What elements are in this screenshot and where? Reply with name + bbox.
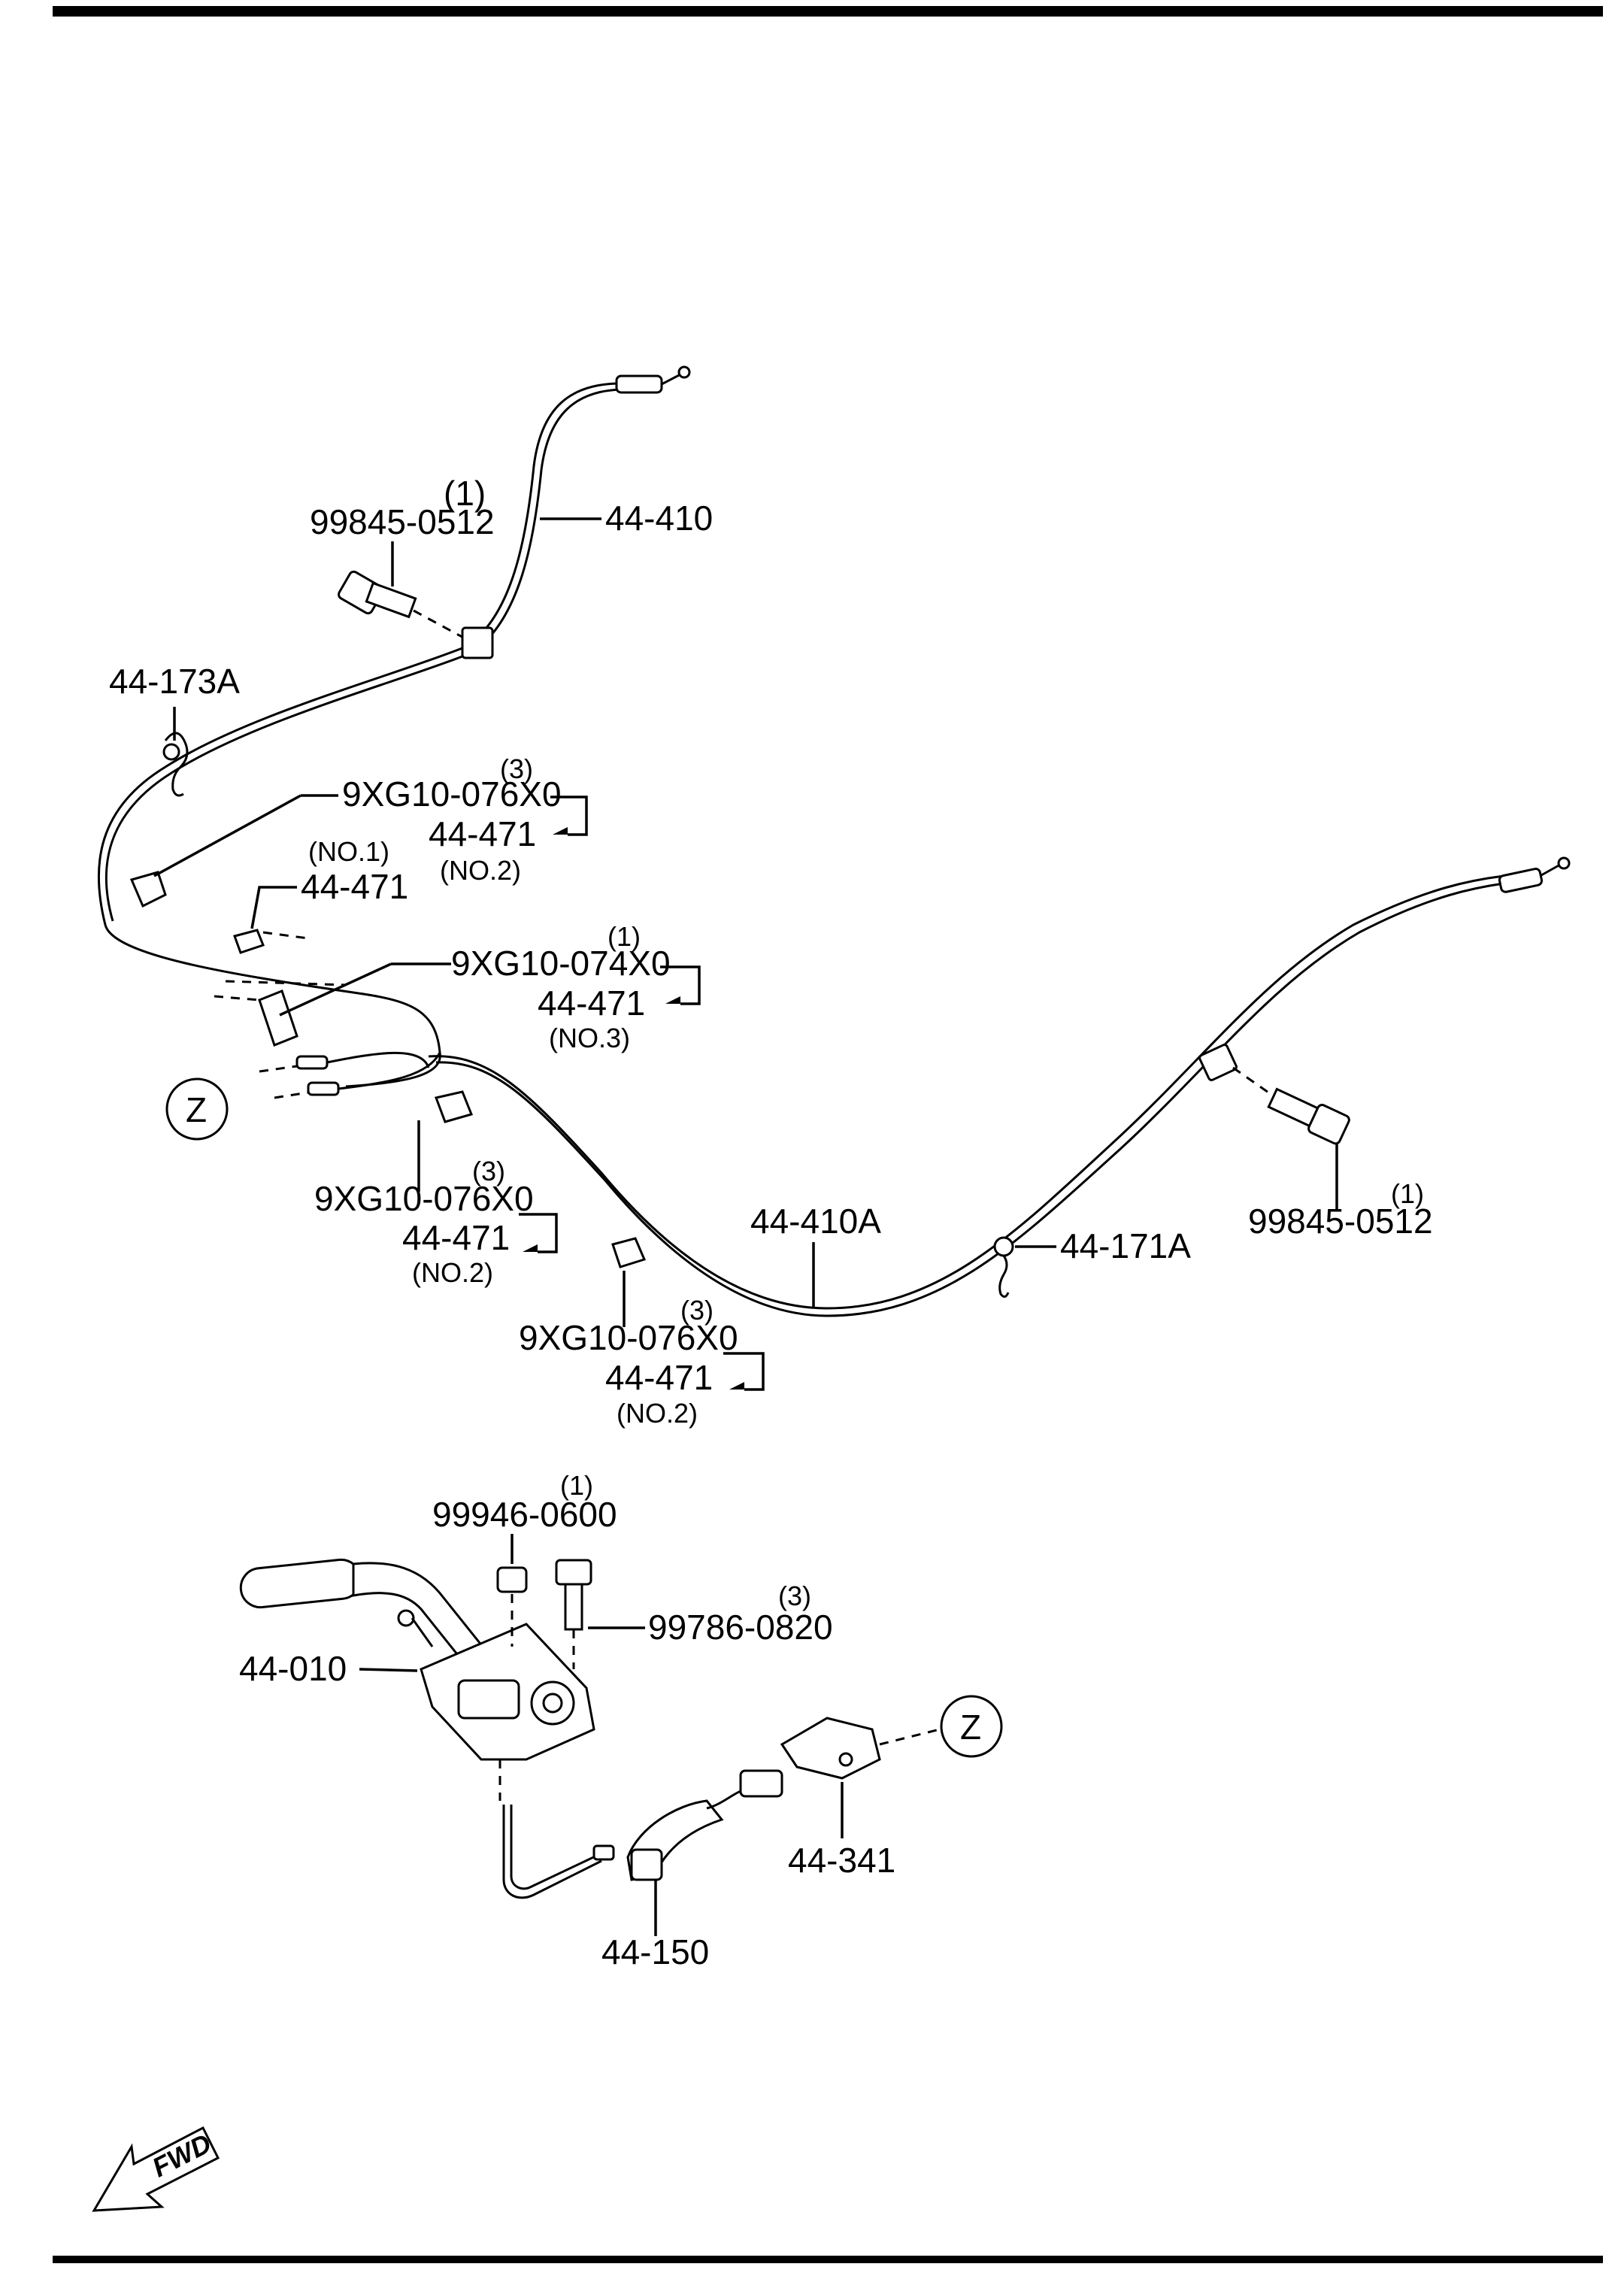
clip-b-icon — [214, 980, 347, 1047]
clip-c-icon — [434, 1090, 474, 1123]
bottom-rule — [53, 2256, 1603, 2263]
cable-bracket — [461, 626, 494, 659]
nut-icon — [496, 1566, 528, 1647]
view-ref-top-circle — [165, 1077, 229, 1141]
lever-bolt-icon — [555, 1559, 592, 1669]
qty-nut: (1) — [560, 1470, 593, 1501]
bracket-icon — [739, 1717, 941, 1798]
label-bolt-top: 99845-0512 — [310, 502, 495, 541]
label-spring-right: 44-171A — [1060, 1226, 1191, 1265]
label-clip-a-no: (NO.2) — [440, 855, 521, 886]
label-cable-front: 44-410 — [605, 499, 713, 538]
label-lever: 44-010 — [239, 1649, 347, 1688]
label-view-ref-top: Z — [186, 1090, 207, 1129]
label-clip-b-no: (NO.3) — [549, 1023, 630, 1053]
label-clip-d-no: (NO.2) — [617, 1398, 698, 1429]
label-equalizer: 44-150 — [601, 1932, 709, 1971]
guide-no1-icon — [233, 929, 309, 954]
label-guide-no1: 44-471 — [301, 867, 408, 906]
clip-d-icon — [611, 1237, 647, 1268]
label-clip-c-ref: 44-471 — [402, 1218, 510, 1257]
front-cable — [97, 365, 691, 1088]
rear-cable — [428, 856, 1571, 1317]
label-guide-no1-no: (NO.1) — [308, 836, 389, 867]
qty-bolt-right: (1) — [1391, 1178, 1424, 1209]
bolt-top-icon — [338, 570, 494, 659]
equalizer-icon — [502, 1788, 745, 1899]
parking-brake-lever-icon — [239, 1558, 595, 1801]
label-bolt-lever: 99786-0820 — [648, 1608, 833, 1647]
cable-end-fitting — [615, 374, 663, 394]
label-clip-a-ref: 44-471 — [429, 814, 536, 853]
qty-bolt-lever: (3) — [778, 1580, 811, 1611]
label-bracket: 44-341 — [788, 1841, 895, 1880]
bolt-right-icon — [1232, 1066, 1350, 1145]
fwd-arrow-icon — [92, 2126, 220, 2212]
label-nut: 99946-0600 — [432, 1495, 617, 1534]
clip-a-icon — [129, 871, 167, 908]
cable-ends — [259, 1051, 441, 1099]
label-clip-c-no: (NO.2) — [412, 1257, 493, 1288]
qty-clip-b: (1) — [607, 921, 641, 952]
qty-clip-a: (3) — [500, 753, 533, 784]
label-view-ref-bottom: Z — [960, 1708, 981, 1747]
label-clip-a: 9XG10-076X0 — [342, 774, 562, 814]
label-clip-d-ref: 44-471 — [605, 1358, 713, 1397]
qty-clip-d: (3) — [680, 1295, 714, 1326]
view-ref-bottom-circle — [940, 1695, 1003, 1758]
label-bolt-right: 99845-0512 — [1248, 1202, 1433, 1241]
label-clip-b-ref: 44-471 — [538, 983, 645, 1023]
spring-left-icon — [162, 732, 189, 797]
top-rule — [53, 6, 1603, 17]
qty-bolt-top: (1) — [444, 474, 486, 513]
label-spring-left: 44-173A — [109, 662, 240, 701]
spring-right-icon — [993, 1236, 1014, 1298]
label-cable-rear: 44-410A — [750, 1202, 881, 1241]
label-clip-d: 9XG10-076X0 — [519, 1318, 738, 1357]
label-clip-c: 9XG10-076X0 — [314, 1179, 534, 1218]
qty-clip-c: (3) — [472, 1156, 505, 1186]
label-clip-b: 9XG10-074X0 — [451, 944, 671, 983]
